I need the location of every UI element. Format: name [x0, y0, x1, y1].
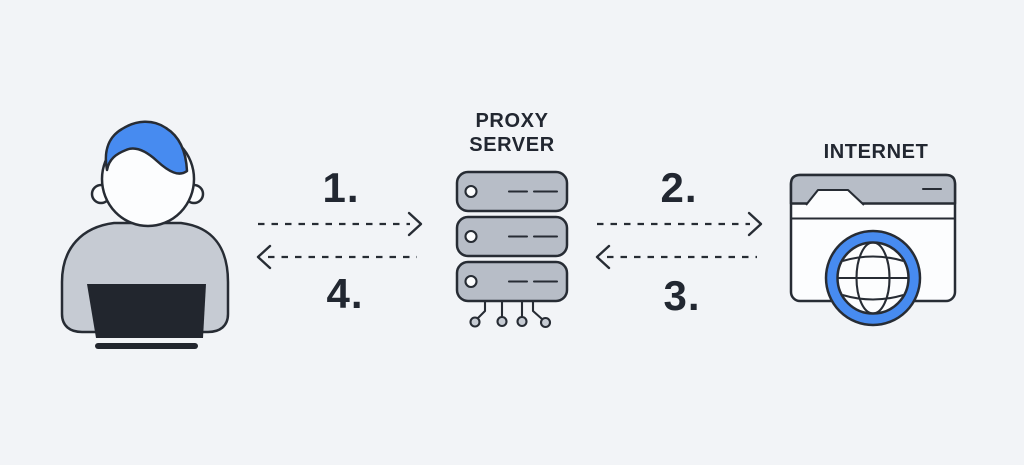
- server-led: [464, 274, 478, 289]
- step-number-1: 1.: [322, 164, 360, 211]
- step-number-3: 3.: [663, 272, 701, 319]
- laptop-lid: [87, 284, 206, 338]
- step-number-4: 4.: [326, 270, 364, 317]
- step-number-2: 2.: [660, 164, 698, 211]
- arrow-step-1: [258, 211, 423, 237]
- person-hair: [104, 120, 189, 175]
- browser-globe-icon: [789, 173, 957, 327]
- arrow-step-3: [595, 244, 757, 270]
- server-led: [464, 184, 478, 199]
- server-unit: [455, 215, 569, 258]
- proxy-server-label: PROXY SERVER: [469, 110, 555, 156]
- globe-icon: [824, 229, 922, 327]
- browser-tab: [806, 190, 864, 206]
- server-unit: [455, 170, 569, 213]
- server-stack-icon: [455, 170, 569, 329]
- laptop-base: [95, 343, 198, 349]
- person-at-laptop-icon: [60, 120, 230, 349]
- internet-label: INTERNET: [823, 141, 929, 163]
- arrow-step-4: [256, 244, 417, 270]
- arrow-step-2: [597, 211, 763, 237]
- server-cables: [469, 298, 552, 329]
- server-unit: [455, 260, 569, 303]
- server-led: [464, 229, 478, 244]
